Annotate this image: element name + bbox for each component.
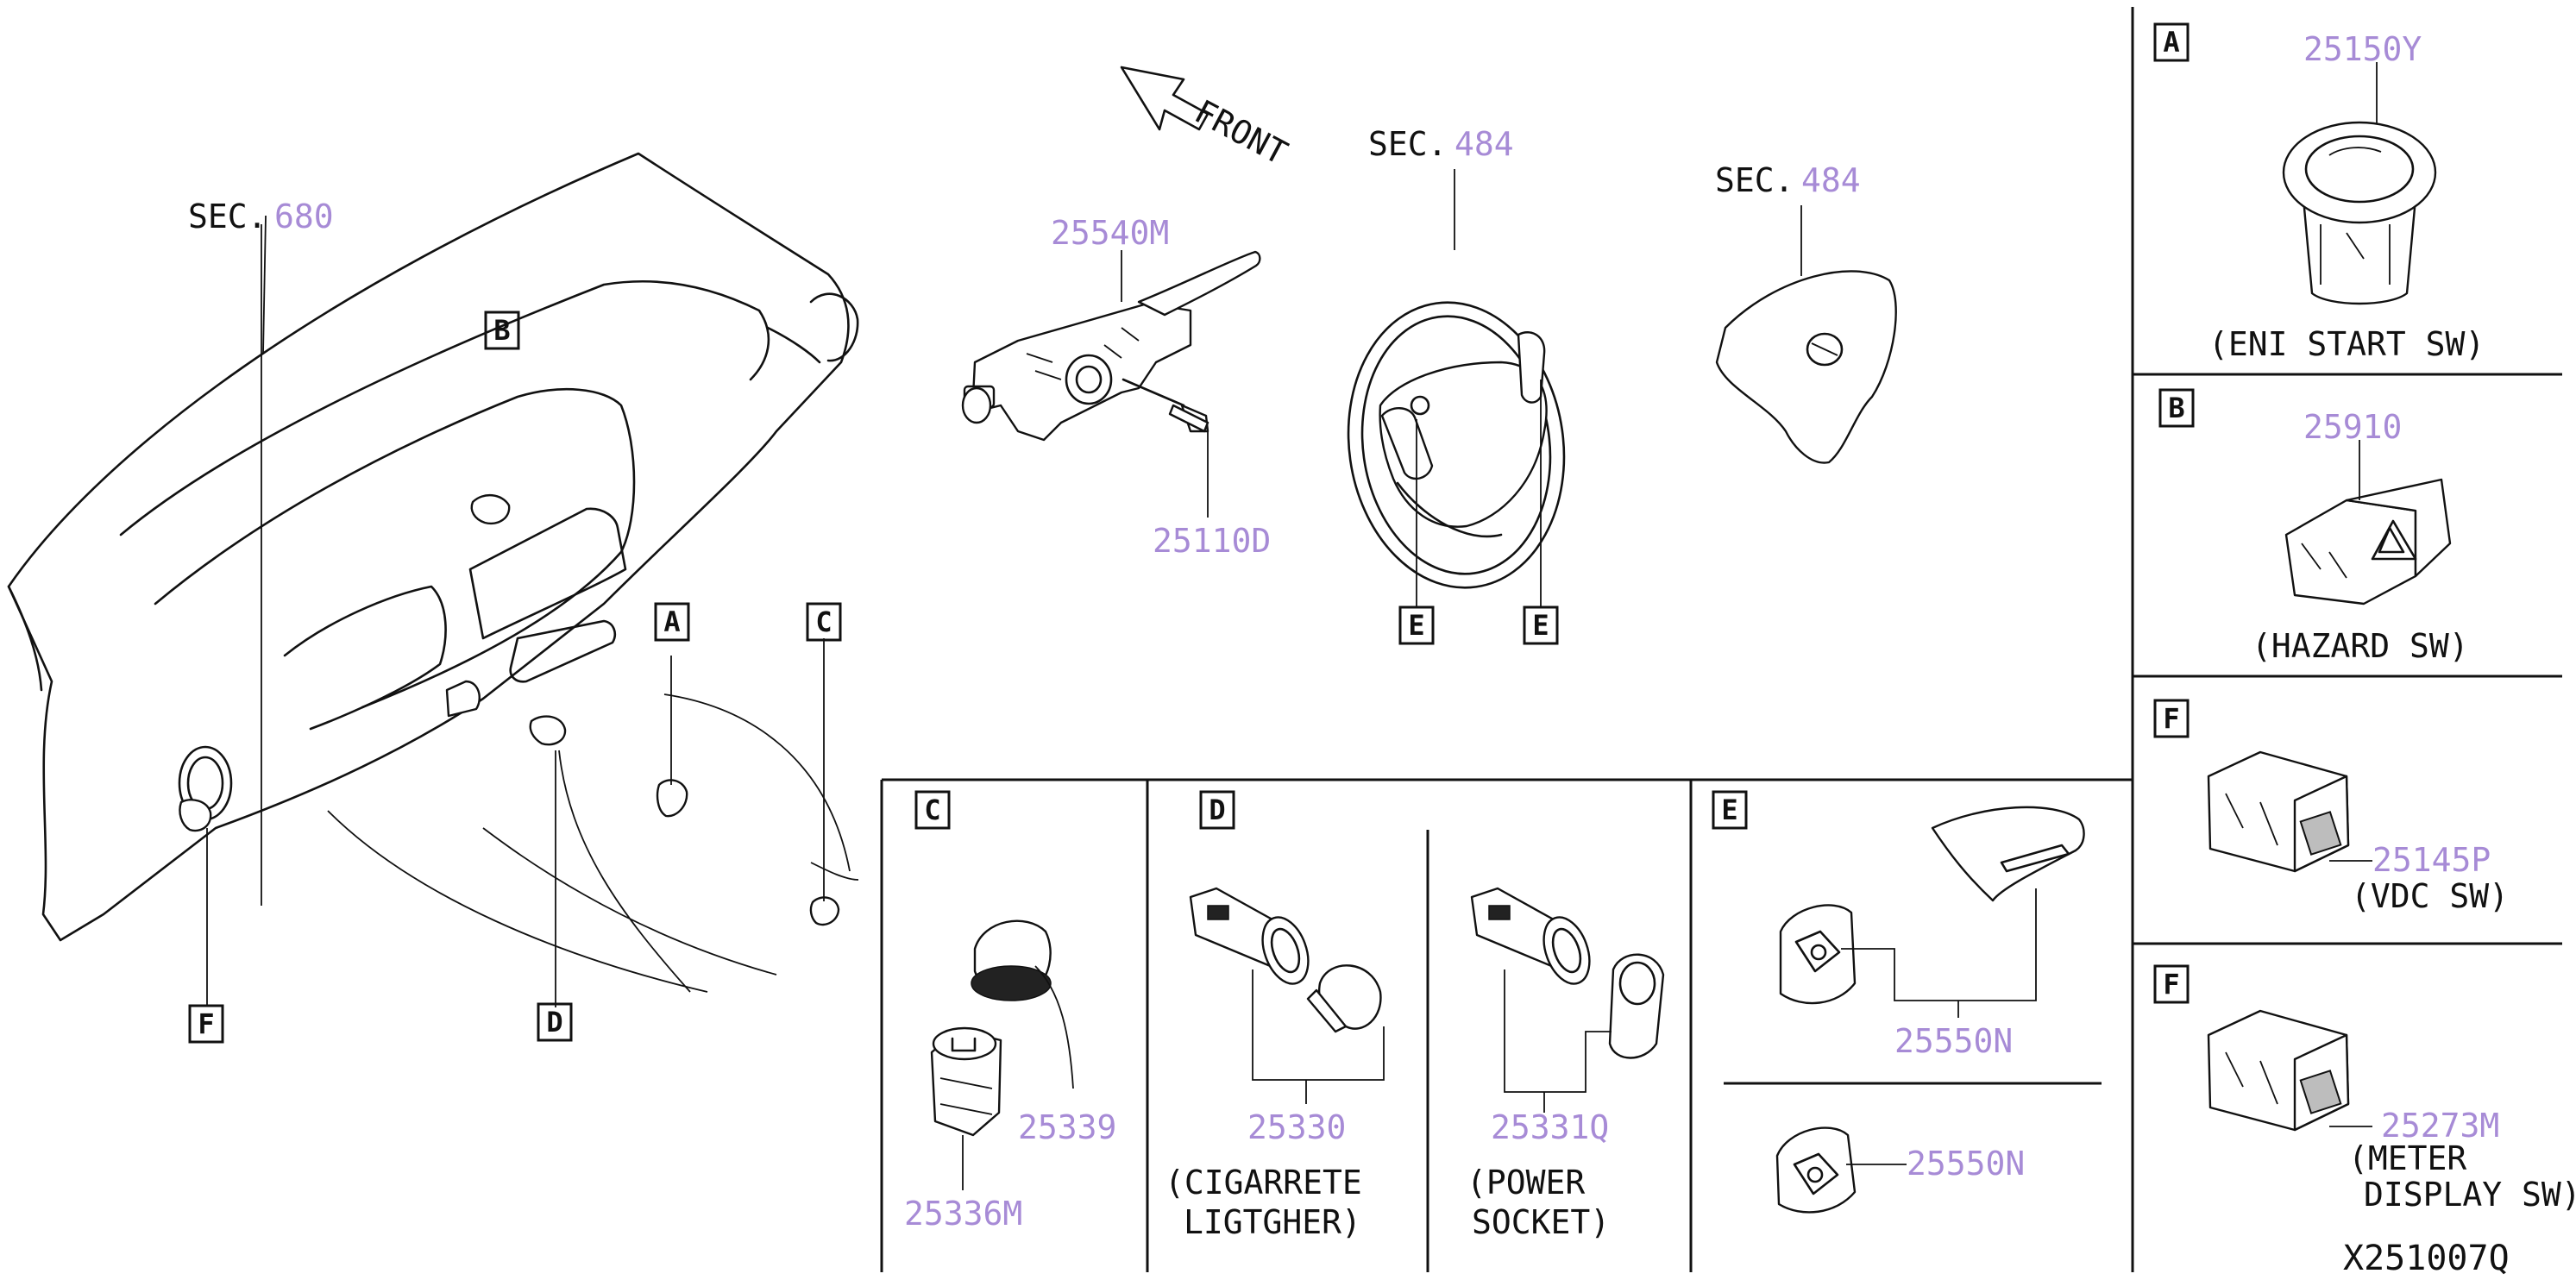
hazard-switch-drawing <box>2284 478 2452 605</box>
svg-text:E: E <box>1721 794 1737 826</box>
svg-text:F: F <box>2163 702 2179 735</box>
dashboard-leaders <box>206 215 825 1007</box>
callout-box-c-panel[interactable]: C <box>914 790 951 830</box>
diagram-id: X251007Q <box>2343 1239 2510 1278</box>
front-label: FRONT <box>1189 92 1294 173</box>
panel-frames <box>880 7 2562 1272</box>
svg-text:D: D <box>1209 794 1225 826</box>
socket-cap-drawing <box>971 919 1052 1001</box>
socket-base-drawing <box>930 1026 1002 1137</box>
part-number-bolt[interactable]: 25110D <box>1153 522 1271 560</box>
caption-lighter-line2: LIGTGHER) <box>1184 1203 1361 1241</box>
svg-text:E: E <box>1532 609 1549 642</box>
part-number-socket-base[interactable]: 25336M <box>904 1195 1022 1233</box>
caption-vdc-switch: (VDC SW) <box>2351 877 2509 915</box>
part-number-meter-display-switch[interactable]: 25273M <box>2381 1107 2499 1145</box>
caption-meter-line1: (METER <box>2348 1139 2466 1177</box>
svg-text:A: A <box>663 605 680 638</box>
callout-box-f-panel-meter[interactable]: F <box>2153 964 2190 1004</box>
cigarette-lighter-drawing <box>1189 887 1382 1033</box>
callout-box-b-dash[interactable]: B <box>484 311 520 350</box>
caption-lighter-line1: (CIGARRETE <box>1165 1164 1362 1202</box>
callout-box-a-dash[interactable]: A <box>654 602 690 642</box>
section-ref-680[interactable]: 680 <box>274 198 334 235</box>
sec-prefix-484-airbag: SEC. <box>1715 161 1794 199</box>
sec-prefix-680: SEC. <box>188 198 267 235</box>
callout-box-e-wheel-left[interactable]: E <box>1398 605 1435 645</box>
callout-box-f-panel-vdc[interactable]: F <box>2153 699 2190 738</box>
svg-text:B: B <box>2168 392 2184 424</box>
power-socket-drawing <box>1470 887 1665 1059</box>
section-ref-484-wheel[interactable]: 484 <box>1454 125 1514 163</box>
combination-switch-drawing <box>961 250 1261 442</box>
part-number-combination-switch[interactable]: 25540M <box>1051 214 1169 252</box>
vdc-switch-drawing <box>2207 750 2350 873</box>
callout-box-b-panel[interactable]: B <box>2158 388 2195 428</box>
part-number-start-switch[interactable]: 25150Y <box>2303 30 2422 68</box>
svg-text:F: F <box>198 1007 214 1040</box>
caption-meter-line2: DISPLAY SW) <box>2364 1176 2576 1214</box>
svg-text:B: B <box>493 314 510 347</box>
caption-socket-line2: SOCKET) <box>1472 1203 1610 1241</box>
meter-display-switch-drawing <box>2207 1009 2350 1132</box>
sec-prefix-484-wheel: SEC. <box>1368 125 1448 163</box>
airbag-module-drawing <box>1715 270 1897 464</box>
callout-box-e-panel[interactable]: E <box>1712 790 1748 830</box>
callout-box-c-dash[interactable]: C <box>806 602 842 642</box>
steering-wheel-drawing <box>1347 301 1566 589</box>
part-number-hazard-switch[interactable]: 25910 <box>2303 408 2402 446</box>
callout-box-e-wheel-right[interactable]: E <box>1523 605 1559 645</box>
front-direction-arrow: FRONT <box>1120 66 1294 173</box>
part-number-steering-switch-lower[interactable]: 25550N <box>1907 1145 2025 1183</box>
section-ref-484-airbag[interactable]: 484 <box>1801 161 1861 199</box>
caption-start-switch: (ENI START SW) <box>2208 325 2485 363</box>
part-number-vdc-switch[interactable]: 25145P <box>2372 841 2491 879</box>
part-number-power-socket[interactable]: 25331Q <box>1491 1108 1609 1146</box>
svg-text:C: C <box>924 794 940 826</box>
callout-box-d-panel[interactable]: D <box>1199 790 1235 830</box>
svg-text:F: F <box>2163 968 2179 1001</box>
start-switch-drawing <box>2282 121 2437 305</box>
callout-box-d-dash[interactable]: D <box>537 1002 573 1042</box>
steering-switch-lower-drawing <box>1775 1126 1857 1214</box>
caption-socket-line1: (POWER <box>1467 1164 1585 1202</box>
svg-text:C: C <box>815 605 832 638</box>
part-number-steering-switch-upper[interactable]: 25550N <box>1894 1022 2013 1060</box>
part-number-socket-cap[interactable]: 25339 <box>1018 1108 1116 1146</box>
callout-box-a-panel[interactable]: A <box>2153 22 2190 62</box>
instrument-panel-drawing <box>7 152 859 993</box>
svg-text:E: E <box>1408 609 1424 642</box>
part-number-cigarette-lighter[interactable]: 25330 <box>1247 1108 1346 1146</box>
steering-switch-upper-drawing <box>1779 806 2085 1005</box>
callout-box-f-dash[interactable]: F <box>188 1004 224 1044</box>
caption-hazard-switch: (HAZARD SW) <box>2252 627 2469 665</box>
svg-text:D: D <box>546 1006 562 1038</box>
svg-text:A: A <box>2163 26 2179 59</box>
